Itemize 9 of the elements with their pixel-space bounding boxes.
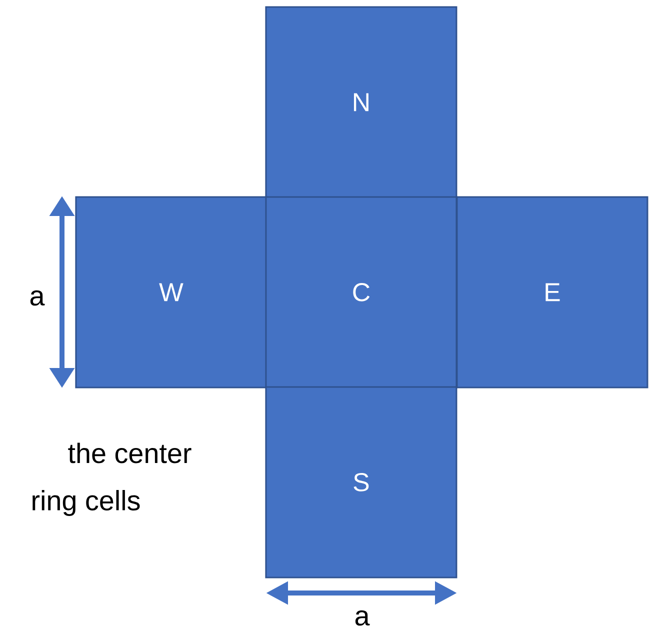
note-text: the center <box>68 442 192 464</box>
dimension-label: a <box>30 290 45 306</box>
grid-cell: E <box>456 196 648 388</box>
note-text: ring cells <box>32 490 140 516</box>
grid-cell: N <box>265 6 458 198</box>
dimension-label: a <box>355 610 370 626</box>
grid-cell: C <box>265 196 458 388</box>
grid-cell: W <box>75 196 268 388</box>
grid-cell: S <box>265 386 458 578</box>
